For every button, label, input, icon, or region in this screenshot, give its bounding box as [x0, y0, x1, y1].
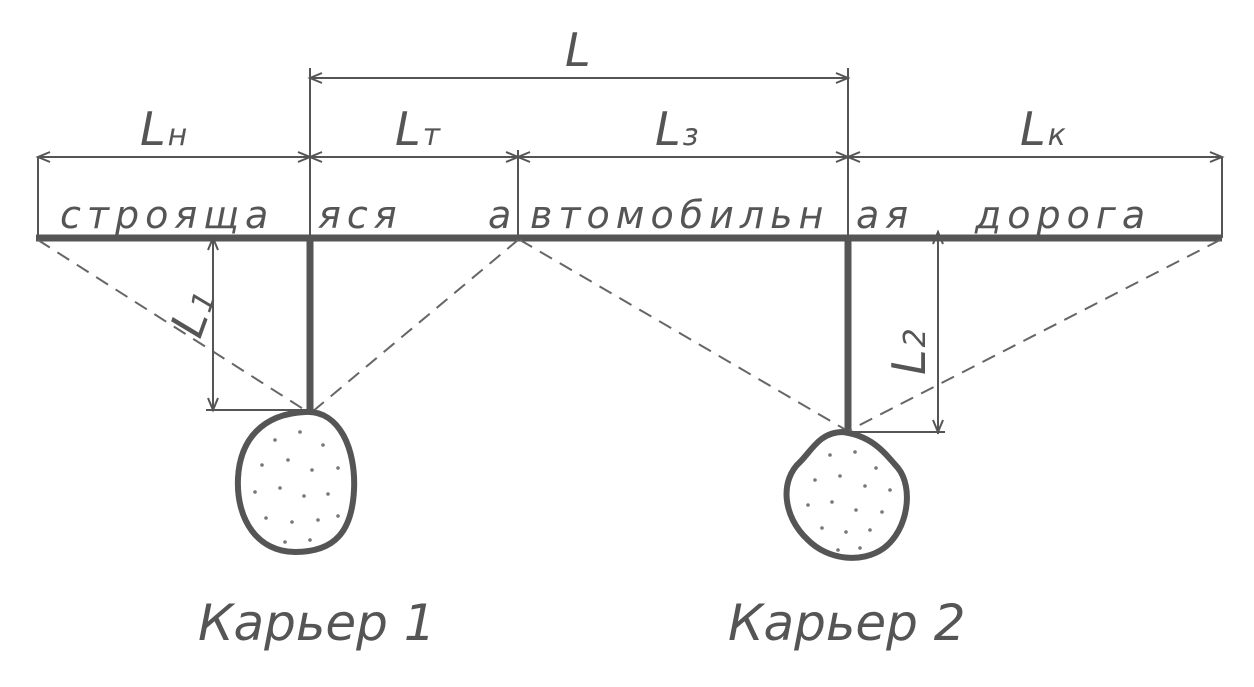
- quarry-1: [234, 408, 358, 556]
- dimension-L-label: L: [565, 23, 591, 77]
- dimension-L1: L1: [160, 235, 306, 413]
- dimension-Lk-label: Lк: [1020, 102, 1066, 156]
- road-label-part3: а: [488, 193, 517, 237]
- quarry-2-label: Карьер 2: [728, 594, 966, 652]
- dimension-L1-label: L1: [160, 281, 227, 343]
- dimension-Lz-label: Lз: [655, 102, 699, 156]
- quarry-2-dots: [806, 450, 892, 552]
- road-label-part4: втомобильн: [530, 193, 829, 237]
- quarry-1-dots: [253, 430, 340, 544]
- dimension-Lt-label: Lт: [395, 102, 442, 156]
- haul-lines: [37, 239, 1221, 431]
- dimension-Ln-label: Lн: [140, 102, 187, 156]
- dimension-L2: L2: [852, 229, 945, 435]
- road-label-part6: дорога: [974, 193, 1151, 237]
- quarry-2: [783, 428, 910, 561]
- dimension-L2-label: L2: [882, 328, 936, 375]
- road-label-part1: строяща: [60, 193, 274, 237]
- road-label: строяща яся а втомобильн ая дорога: [60, 193, 1151, 237]
- dimension-L: L: [307, 23, 851, 240]
- road-label-part5: ая: [856, 193, 914, 237]
- quarry-1-label: Карьер 1: [198, 594, 436, 652]
- road-label-part2: яся: [318, 193, 403, 237]
